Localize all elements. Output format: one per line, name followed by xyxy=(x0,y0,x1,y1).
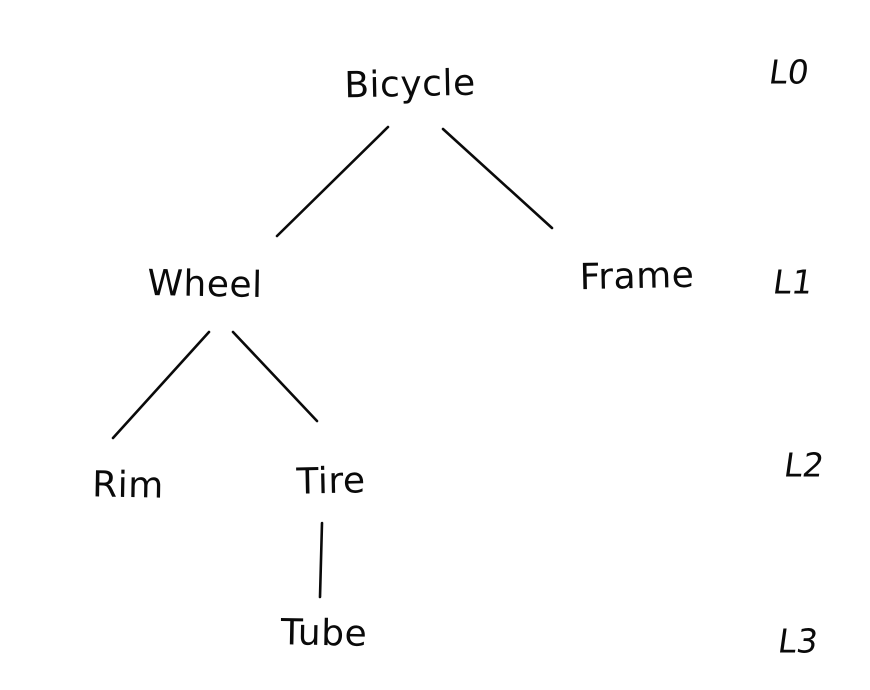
node-bicycle: Bicycle xyxy=(343,62,477,107)
edge-bicycle-wheel xyxy=(275,125,390,238)
edge-wheel-rim xyxy=(111,330,211,440)
level-label-l3: L3 xyxy=(775,621,821,661)
edge-bicycle-frame xyxy=(441,127,554,230)
level-label-l0: L0 xyxy=(766,52,812,92)
node-wheel: Wheel xyxy=(147,262,263,307)
node-rim: Rim xyxy=(91,464,165,507)
edge-wheel-tire xyxy=(231,330,319,423)
node-frame: Frame xyxy=(579,254,695,299)
level-label-l1: L1 xyxy=(770,262,816,302)
edge-tire-tube xyxy=(318,521,324,599)
node-tube: Tube xyxy=(280,612,368,655)
level-label-l2: L2 xyxy=(781,445,827,485)
node-tire: Tire xyxy=(296,460,366,503)
